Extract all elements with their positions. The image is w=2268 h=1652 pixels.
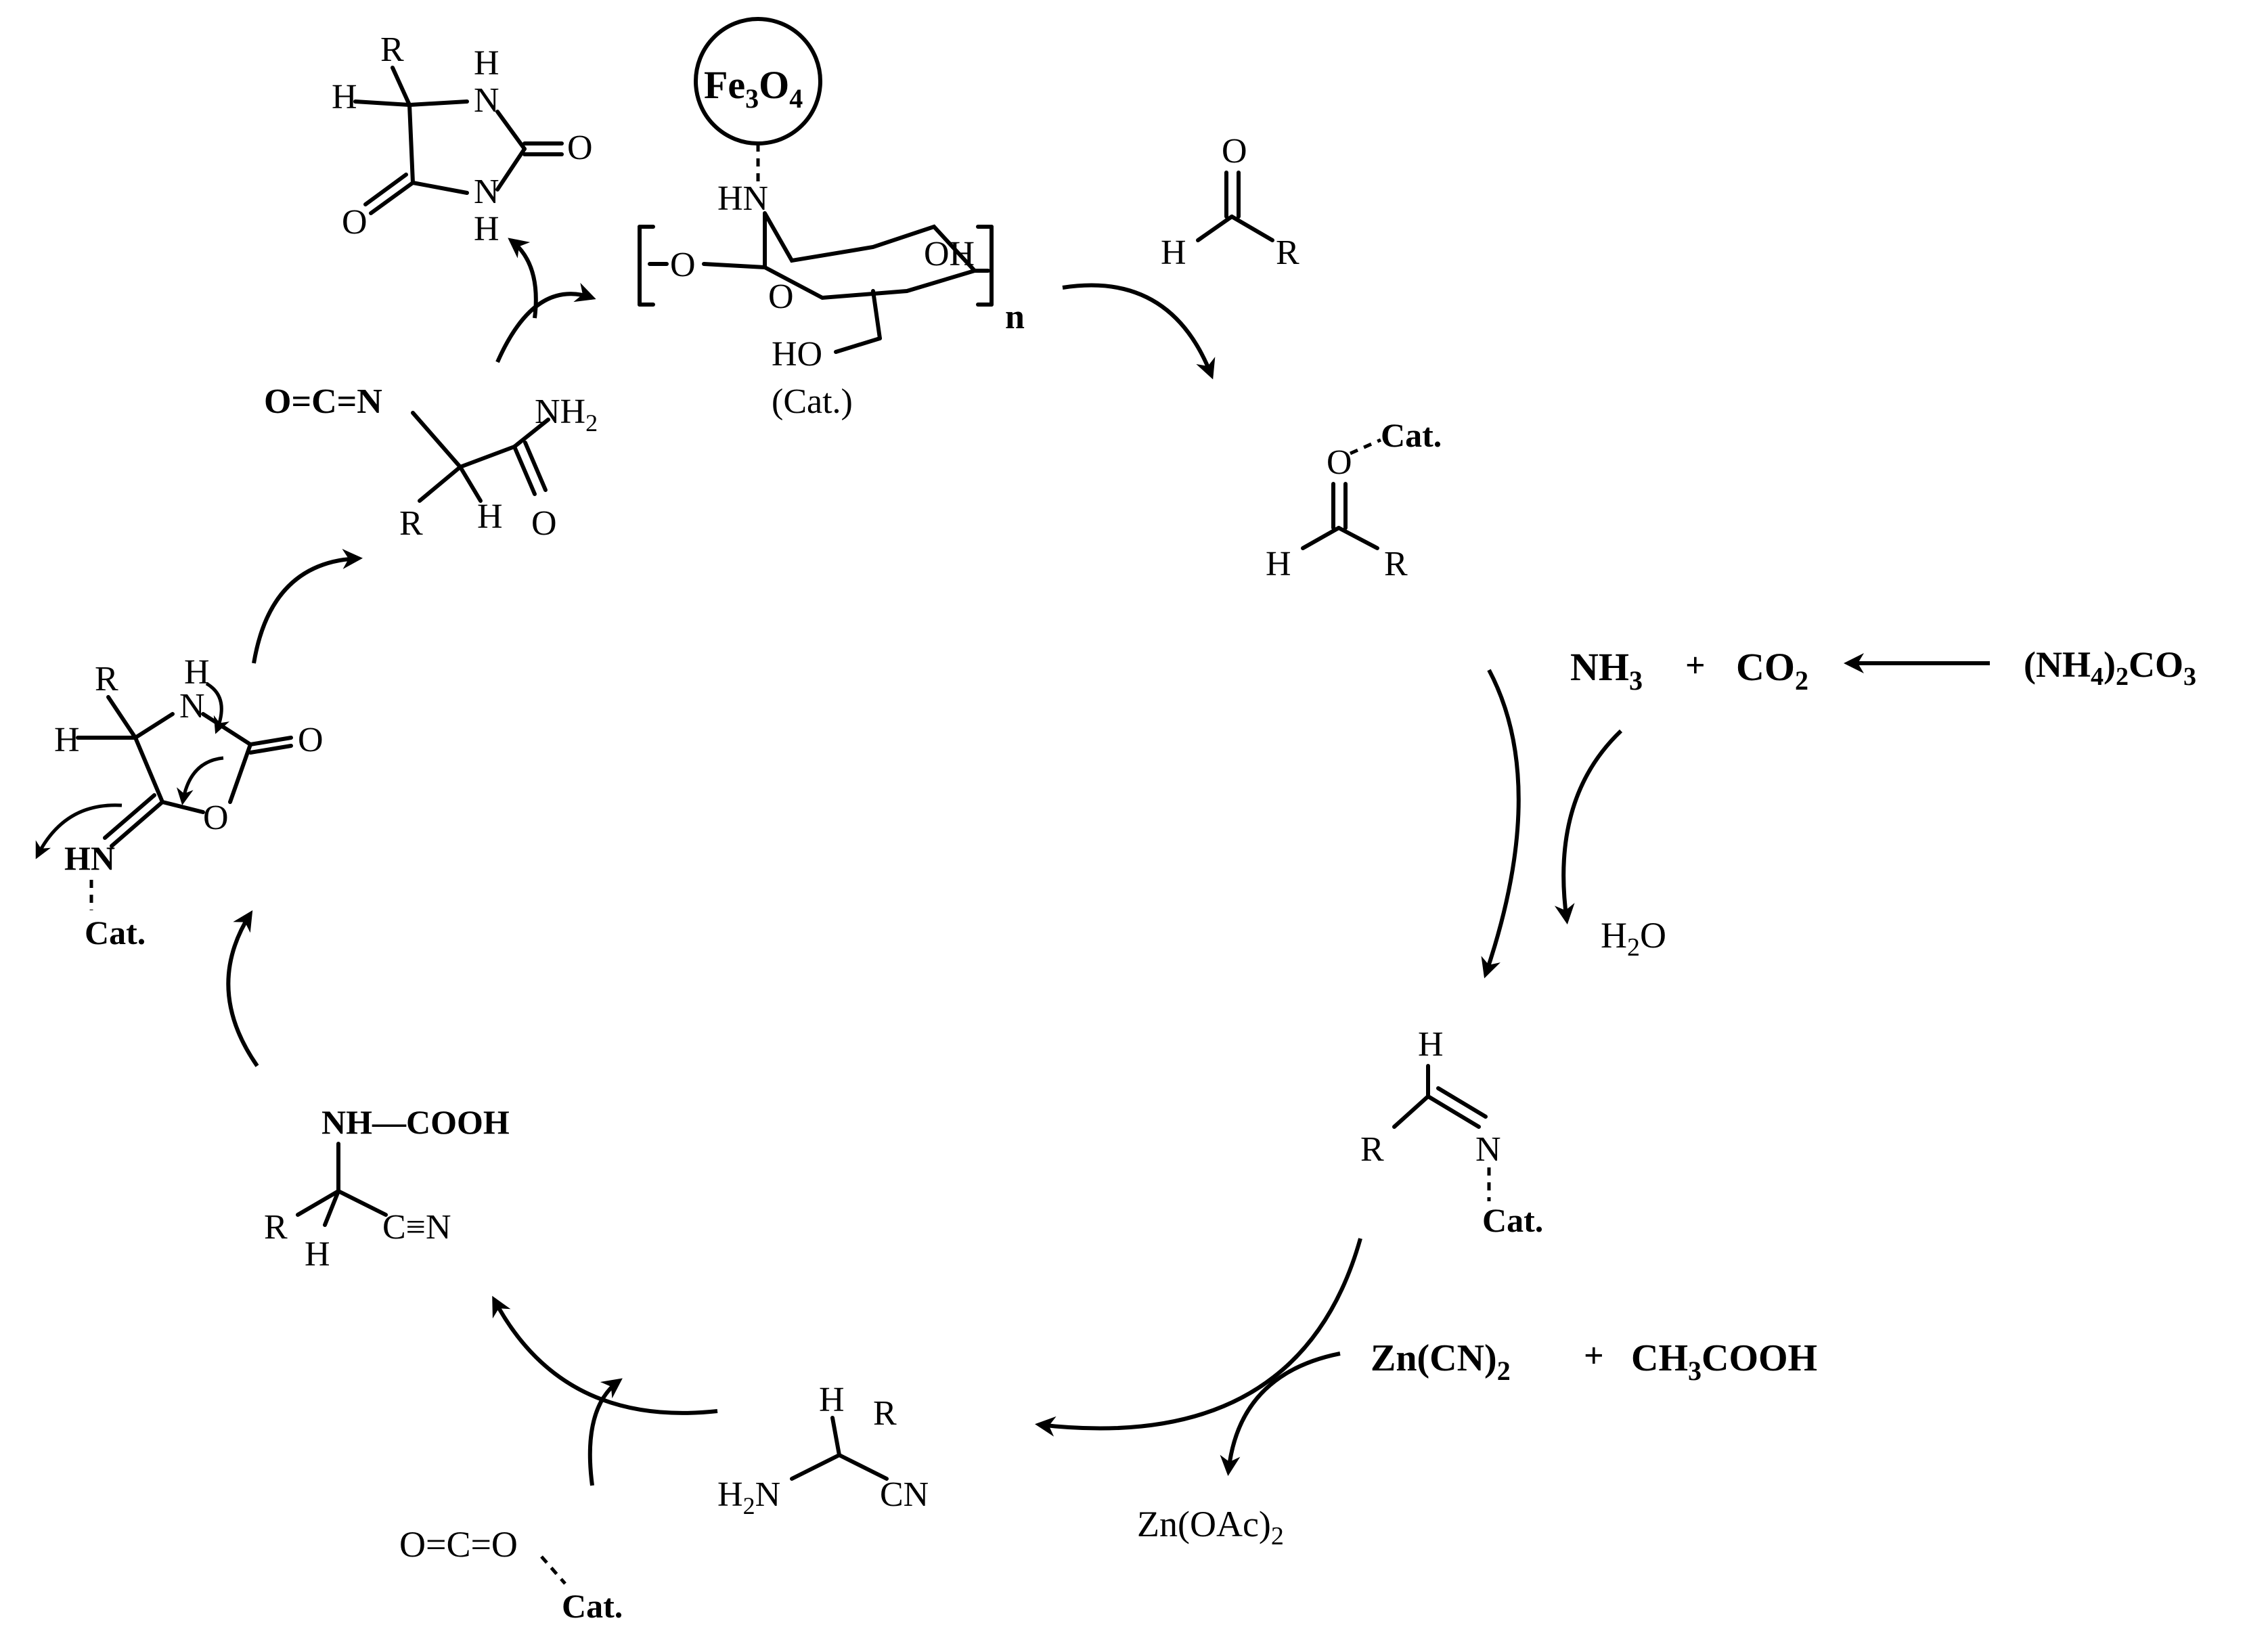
- fe3o4-label: Fe3O4: [704, 63, 803, 114]
- aldehyde-h: H: [1161, 233, 1186, 272]
- hydantoin-n-bottom: N: [474, 173, 499, 211]
- cycle-arrows: [226, 238, 1623, 1486]
- aminonitrile-h: H: [819, 1381, 845, 1419]
- hydantoin-h-left: H: [332, 78, 357, 116]
- arrow-water-out: [1554, 729, 1623, 924]
- arrow-cyanide-in: [1220, 1352, 1341, 1476]
- water-label: H2O: [1601, 915, 1666, 962]
- oxazolidinone-intermediate: R H N H O O HN Cat.: [35, 653, 324, 952]
- oxaz-r: R: [95, 660, 118, 698]
- oxaz-hn: HN: [64, 839, 115, 877]
- aldehyde-r: R: [1276, 233, 1299, 272]
- oxaz-cat: Cat.: [85, 914, 146, 952]
- co2-cat-label: Cat.: [562, 1587, 623, 1625]
- activated-o: O: [1327, 443, 1352, 482]
- carbamic-acid-intermediate: NH—COOH R H C≡N: [264, 1103, 510, 1274]
- arrow-aminonitrile-to-carbamic: [492, 1295, 718, 1415]
- hydantoin-h-bottom: H: [474, 210, 499, 248]
- arrow-oxazolidinone-to-isocyanate: [252, 548, 363, 664]
- aminonitrile-h2n: H2N: [717, 1475, 780, 1519]
- aminonitrile-cn: CN: [880, 1475, 929, 1514]
- imine-h: H: [1418, 1025, 1444, 1064]
- imine: H R N Cat.: [1360, 1025, 1543, 1239]
- aminonitrile-r: R: [873, 1394, 897, 1433]
- arrow-co2-in: [587, 1378, 623, 1486]
- isocyanate-nh2: NH2: [535, 393, 598, 437]
- activated-aldehyde: O Cat. H R: [1266, 416, 1442, 583]
- carbamic-h: H: [305, 1235, 330, 1274]
- imine-n: N: [1475, 1130, 1501, 1169]
- catalyst-chain-o: O: [670, 246, 696, 284]
- plus-sign-1: +: [1685, 646, 1706, 685]
- arrow-carbamic-to-oxazolidinone: [226, 910, 259, 1067]
- catalyst-ho: HO: [772, 335, 822, 374]
- aldehyde: O H R: [1161, 132, 1299, 272]
- arrow-imine-to-aminonitrile: [1035, 1238, 1362, 1437]
- co2-cat-formula: O=C=O: [399, 1524, 518, 1565]
- hydantoin-h-top: H: [474, 44, 499, 83]
- oxaz-o-ring: O: [203, 799, 229, 837]
- activated-h: H: [1266, 545, 1291, 583]
- co2-activated: O=C=O Cat.: [399, 1524, 623, 1625]
- activated-r: R: [1384, 545, 1408, 583]
- catalyst-structure: Fe3O4 HN O O OH n HO (Cat.): [638, 17, 1025, 421]
- oxaz-h-left: H: [54, 721, 80, 759]
- catalyst-hn: HN: [717, 179, 768, 218]
- arrow-isocyanate-to-hydantoin: [495, 282, 596, 363]
- isocyanate-r: R: [399, 504, 423, 543]
- isocyanate-oc: O=C=N: [264, 382, 382, 421]
- catalyst-repeat-n: n: [1005, 298, 1025, 336]
- plus-sign-2: +: [1584, 1337, 1604, 1375]
- arrow-ammonia-in: [1481, 669, 1521, 979]
- catalyst-ring-o: O: [768, 277, 794, 316]
- acetic-acid-label: CH3COOH: [1631, 1337, 1817, 1386]
- isocyanate-o: O: [531, 504, 557, 543]
- isocyanate-intermediate: O=C=N NH2 R H O: [264, 382, 598, 543]
- hydantoin-product: R H H N O O N H: [332, 30, 593, 248]
- oxaz-o-carbonyl: O: [298, 721, 324, 759]
- carbamic-cn: C≡N: [382, 1208, 451, 1247]
- hydantoin-n-top: N: [474, 81, 499, 120]
- carbamic-r: R: [264, 1208, 288, 1247]
- hydantoin-o-right: O: [567, 129, 593, 167]
- hydantoin-o-left: O: [342, 203, 368, 242]
- arrow-hydantoin-release: [508, 238, 538, 319]
- co2-label: CO2: [1736, 645, 1808, 696]
- aminonitrile: H R H2N CN: [717, 1381, 929, 1519]
- imine-cat: Cat.: [1482, 1201, 1543, 1239]
- oxaz-h-top: H: [184, 653, 210, 692]
- arrow-catalyst-to-aldehyde: [1062, 283, 1216, 380]
- activated-cat: Cat.: [1381, 416, 1442, 454]
- ammonium-reagents: NH3 + CO2 (NH4)2CO3 H2O: [1570, 644, 2196, 962]
- zinc-acetate-label: Zn(OAc)2: [1137, 1504, 1284, 1550]
- zn-cn-label: Zn(CN)2: [1371, 1337, 1511, 1386]
- carbamic-nh-cooh: NH—COOH: [321, 1103, 510, 1141]
- cyanide-reagents: Zn(CN)2 + CH3COOH Zn(OAc)2: [1137, 1337, 1817, 1550]
- aldehyde-o: O: [1222, 132, 1247, 171]
- isocyanate-h: H: [477, 497, 503, 536]
- imine-r: R: [1360, 1130, 1384, 1169]
- ammonium-carbonate-label: (NH4)2CO3: [2024, 644, 2196, 691]
- catalyst-cat-label: (Cat.): [772, 382, 853, 421]
- oxaz-n: N: [179, 687, 205, 725]
- hydantoin-r: R: [380, 30, 404, 69]
- catalyst-oh: OH: [924, 235, 975, 273]
- nh3-label: NH3: [1570, 645, 1643, 696]
